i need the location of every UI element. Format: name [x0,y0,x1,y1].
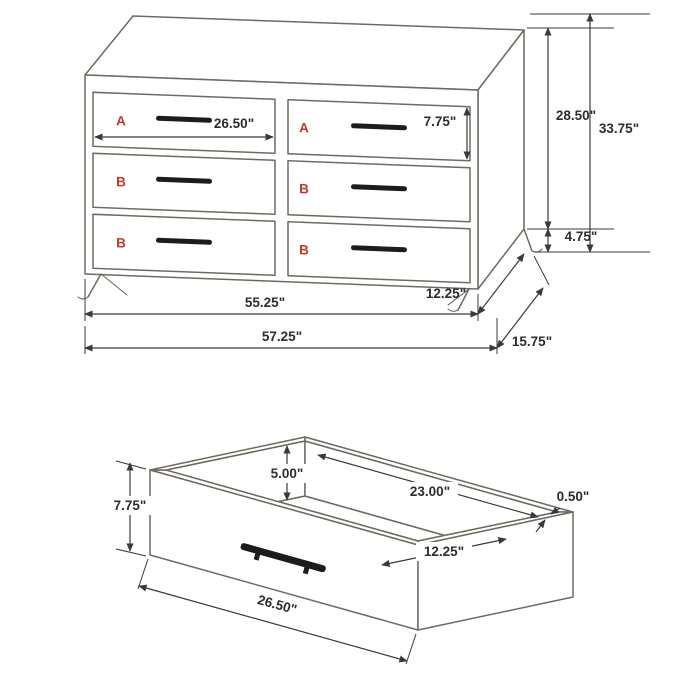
drawer-label-a1: A [116,113,126,128]
dim-text-case-depth: 12.25" [426,286,466,301]
dim-panel-thickness: 0.50" [535,489,590,533]
front-right-leg [457,288,470,311]
front-left-foot [77,296,89,300]
drawer-label-b3: B [116,235,126,250]
dim-text-drawer-interior-width: 26.50" [214,116,254,131]
drawer-bot-right [287,221,471,284]
dim-leg-clearance: 4.75" [544,228,598,253]
dim-text-front-height: 7.75" [114,498,147,513]
dim-text-case-height: 28.50" [556,108,596,123]
dim-text-overall-width: 57.25" [262,329,302,344]
front-right-leg-brace [447,288,470,306]
dresser-view: A A B B B B 26.50" 7.75" [77,13,650,354]
drawer-handle [351,245,407,253]
dim-drawer-front-height: 7.75" [424,107,471,160]
front-left-leg-brace [100,273,128,296]
dim-interior-height: 5.00" [262,445,312,501]
handle-standoff [302,566,310,575]
dim-text-case-width: 55.25" [245,295,285,310]
dim-text-panel-thickness: 0.50" [557,489,590,504]
dim-text-front-width: 26.50" [256,592,299,617]
dim-text-drawer-front-height: 7.75" [424,114,457,129]
dim-overall-depth: 15.75" [496,255,552,349]
drawer-top-right [287,99,471,162]
drawer-handle [351,184,407,192]
dim-drawer-interior-width: 26.50" [94,116,274,141]
dim-overall-height: 33.75" [530,13,650,253]
dim-text-interior-height: 5.00" [271,466,304,481]
dim-interior-depth: 12.25" [381,537,507,567]
dim-text-overall-height: 33.75" [599,121,639,136]
dim-overall-width: 57.25" [84,318,498,354]
back-right-leg [523,228,533,252]
drawer-label-a2: A [299,120,309,135]
drawer-mid-left [92,152,276,216]
dresser-legs [77,228,543,312]
dim-text-leg-clearance: 4.75" [565,229,598,244]
handle-standoff [253,552,261,561]
dim-front-height: 7.75" [105,460,155,557]
drawer-mid-right [287,160,471,223]
drawer-handle [351,123,407,131]
dim-text-interior-width: 23.00" [410,484,450,499]
drawer-label-b1: B [116,174,126,189]
dim-interior-width: 23.00" [317,453,539,519]
drawer-label-b2: B [299,181,309,196]
drawer-detail-view: 7.75" 5.00" 23.00" 12.25" 0.50" [105,436,590,665]
dim-case-width: 55.25" [84,279,479,321]
drawer-handle [156,115,212,123]
handle-bar [240,543,326,573]
drawer-bot-left [92,213,276,277]
drawer-detail-handle [240,543,326,575]
front-right-foot [447,308,459,312]
dim-case-height: 28.50" [527,27,614,230]
dim-text-interior-depth: 12.25" [424,544,464,559]
dresser-front-face: A A B B B B [84,74,479,290]
drawer-handle [156,176,212,184]
front-left-leg [87,273,102,298]
dim-case-depth: 12.25" [426,253,525,315]
drawer-handle [156,237,212,245]
dim-text-overall-depth: 15.75" [512,334,552,349]
drawer-label-b4: B [299,242,309,257]
